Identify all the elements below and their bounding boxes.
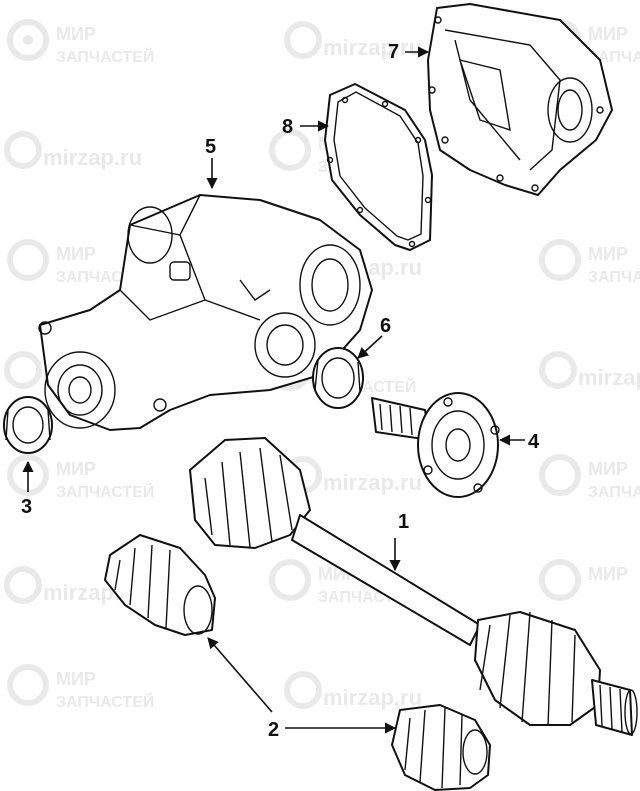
watermark-line2: ЗАПЧАСТЕЙ (56, 692, 154, 711)
watermark-line1: МИР (588, 564, 628, 584)
watermark-line1: МИР (588, 244, 628, 264)
watermark-site-text: mirzap.ru (323, 470, 422, 495)
watermark-line1: МИР (56, 24, 96, 44)
leader-6 (357, 335, 383, 359)
watermark-site-text: mirzap.ru (43, 145, 142, 170)
part-2-boot-inner[interactable] (104, 534, 216, 636)
callout-1: 1 (398, 511, 409, 533)
part-3-seal[interactable] (3, 396, 53, 454)
callout-4: 4 (528, 431, 540, 453)
watermark-site: mirzap.ru (4, 131, 142, 170)
callout-5: 5 (205, 136, 216, 158)
watermark-site-text: mirzap.ru (578, 365, 640, 390)
watermark-line2: ЗАПЧАСТЕЙ (588, 482, 640, 501)
part-4-flange[interactable] (371, 392, 500, 498)
callout-6: 6 (380, 315, 391, 337)
callout-2: 2 (268, 719, 279, 741)
watermark-site-text: mirzap.ru (323, 685, 422, 710)
watermark-logo: МИР ЗАПЧАСТЕЙ (7, 454, 154, 501)
leader-2-inner (207, 637, 273, 713)
watermark-logo: МИР (539, 559, 628, 601)
watermark-line1: МИР (56, 669, 96, 689)
watermark-logo: МИР ЗАПЧАСТЕЙ (7, 664, 154, 711)
callout-7: 7 (388, 41, 399, 63)
part-1-axle-shaft[interactable] (189, 437, 638, 736)
part-6-seal[interactable] (312, 347, 364, 409)
watermark-line2: ЗАПЧАСТЕЙ (588, 267, 640, 286)
watermark-logo: МИР ЗАПЧАСТЕЙ (539, 239, 640, 286)
part-2-boot-outer[interactable] (391, 704, 491, 791)
watermark-site: mirzap.ru (284, 21, 422, 60)
watermark-logo: МИР ЗАПЧАСТЕЙ (539, 454, 640, 501)
part-8-gasket[interactable] (324, 83, 433, 251)
watermark-line2: ЗАПЧАСТЕЙ (56, 482, 154, 501)
part-5-differential[interactable] (38, 194, 373, 431)
watermark-site: mirzap.ru (284, 456, 422, 495)
callout-3: 3 (21, 496, 32, 518)
watermark-line1: МИР (56, 244, 96, 264)
watermark-site: mirzap.ru (539, 351, 640, 390)
callout-8: 8 (282, 116, 293, 138)
watermark-site-text: mirzap.ru (323, 35, 422, 60)
watermark-logo: МИР ЗАПЧАСТЕЙ (7, 19, 154, 66)
watermark-line1: МИР (588, 24, 628, 44)
watermark-line1: МИР (56, 459, 96, 479)
part-7-diff-cover[interactable] (427, 3, 613, 196)
watermark-line1: МИР (588, 459, 628, 479)
watermark-line2: ЗАПЧАСТЕЙ (56, 47, 154, 66)
watermark-site: mirzap.ru (284, 671, 422, 710)
